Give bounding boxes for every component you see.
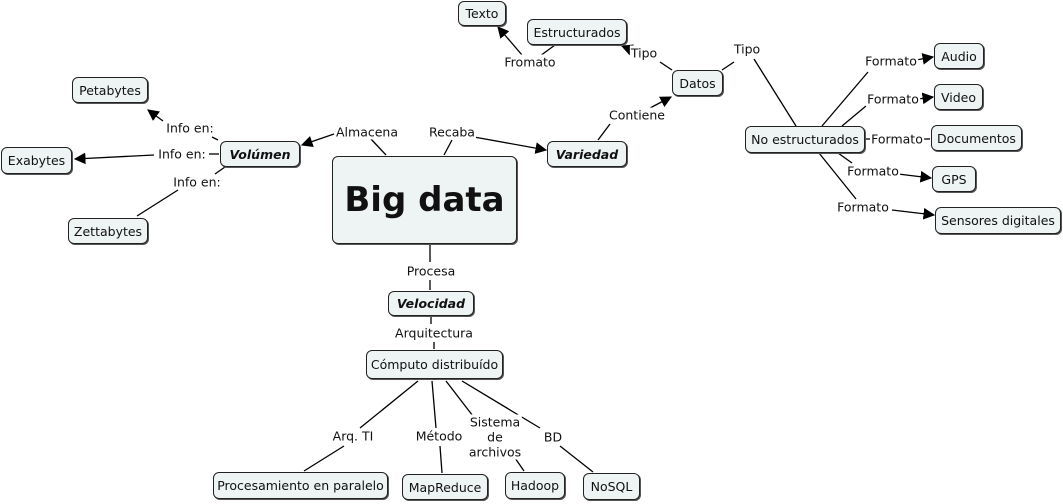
line-bigdata-recaba [443, 139, 453, 156]
line-sistema-hadoop [514, 457, 525, 472]
link-label-almacena: Almacena [334, 124, 400, 140]
link-label-arq-ti: Arq. TI [331, 428, 375, 444]
link-label-formato-documentos: Formato [870, 131, 924, 147]
line-formato-video [917, 92, 935, 105]
node-velocidad[interactable]: Velocidad [388, 291, 474, 316]
line-volumen-info3 [214, 166, 226, 175]
node-big-data[interactable]: Big data [332, 156, 517, 244]
link-label-procesa: Procesa [405, 263, 457, 279]
node-gps[interactable]: GPS [932, 166, 976, 192]
line-fromato-texto [497, 26, 523, 56]
line-tipo2-noestructurados [753, 58, 797, 127]
line-volumen-info1 [211, 136, 219, 141]
line-metodo-mapreduce [439, 445, 443, 474]
line-noestr-formato-sensores [818, 152, 857, 200]
node-sensores-digitales[interactable]: Sensores digitales [935, 207, 1061, 234]
node-exabytes[interactable]: Exabytes [1, 147, 72, 174]
line-info3-zettabytes [136, 189, 179, 217]
link-label-tipo-1: Tipo [629, 45, 659, 61]
link-label-info-en-2: Info en: [157, 146, 207, 162]
line-noestr-formato-video [841, 105, 867, 127]
line-noestr-formato-audio [821, 71, 869, 127]
line-computo-bd [461, 380, 541, 429]
link-label-formato-gps: Formato [846, 163, 900, 179]
node-nosql[interactable]: NoSQL [583, 473, 640, 500]
node-variedad[interactable]: Variedad [547, 141, 627, 167]
line-formato-sensores [891, 207, 936, 220]
link-label-sistema-de-archivos: Sistema de archivos [467, 414, 523, 460]
node-video[interactable]: Video [934, 84, 983, 110]
node-zettabytes[interactable]: Zettabytes [68, 218, 148, 244]
line-variedad-contiene [597, 123, 611, 141]
node-computo-distribuido[interactable]: Cómputo distribuído [366, 350, 503, 379]
line-computo-arqti [359, 380, 419, 429]
node-petabytes[interactable]: Petabytes [72, 77, 148, 103]
node-texto[interactable]: Texto [458, 1, 506, 26]
link-label-arquitectura: Arquitectura [394, 325, 474, 341]
line-estructurados-fromato [539, 44, 556, 57]
link-label-fromato: Fromato [503, 54, 557, 70]
link-label-formato-video: Formato [866, 91, 920, 107]
node-procesamiento-paralelo[interactable]: Procesamiento en paralelo [213, 472, 388, 499]
line-datos-tipo1 [659, 61, 673, 71]
node-estructurados[interactable]: Estructurados [527, 19, 627, 45]
line-info2-exabytes [73, 152, 155, 165]
node-documentos[interactable]: Documentos [931, 125, 1022, 151]
line-arqti-procesamiento [303, 445, 345, 472]
line-contiene-datos [649, 96, 673, 109]
line-recaba-variedad [473, 136, 548, 154]
link-label-recaba: Recaba [428, 124, 476, 140]
link-label-info-en-3: Info en: [172, 174, 222, 190]
link-label-info-en-1: Info en: [165, 120, 215, 136]
line-bigdata-almacena [369, 137, 387, 156]
line-computo-metodo [431, 380, 437, 429]
node-volumen[interactable]: Volúmen [220, 141, 300, 167]
link-label-tipo-2: Tipo [732, 41, 762, 57]
node-datos[interactable]: Datos [672, 70, 723, 96]
line-formato-audio [915, 53, 935, 65]
line-formato-gps [897, 170, 933, 183]
line-datos-tipo2 [721, 61, 735, 71]
node-audio[interactable]: Audio [934, 43, 984, 69]
line-noestr-formato-gps [837, 152, 853, 164]
line-computo-sistema [445, 380, 477, 421]
link-label-bd: BD [542, 429, 564, 445]
node-no-estructurados[interactable]: No estructurados [745, 126, 865, 153]
link-label-contiene: Contiene [608, 107, 666, 123]
link-label-formato-sensores: Formato [836, 199, 890, 215]
line-bd-nosql [559, 445, 594, 473]
node-mapreduce[interactable]: MapReduce [402, 474, 488, 500]
link-label-formato-audio: Formato [864, 53, 918, 69]
line-almacena-volumen [300, 133, 335, 148]
node-hadoop[interactable]: Hadoop [505, 472, 565, 499]
link-label-metodo: Método [414, 428, 464, 444]
line-info1-petabytes [147, 109, 164, 122]
